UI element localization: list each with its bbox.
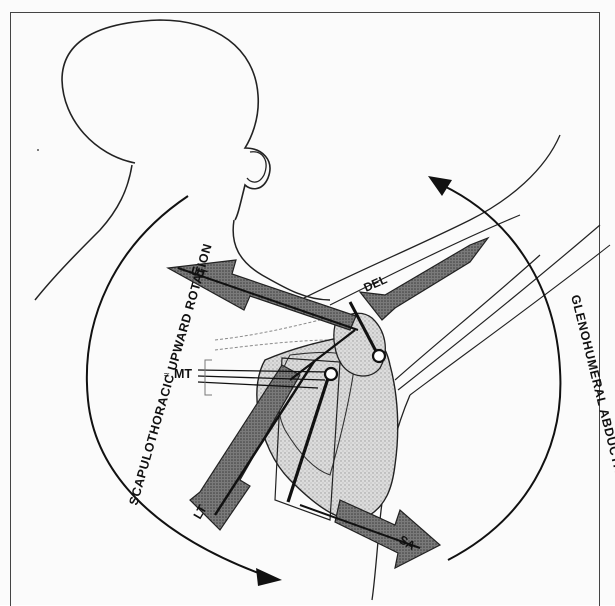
- left-arc-arrowhead: [256, 568, 282, 586]
- arm-line-1: [330, 215, 520, 305]
- mt-bracket: [205, 360, 212, 395]
- right-arc-label: GLENOHUMERAL ABDUCTION: [568, 293, 615, 488]
- arm-line-3: [398, 225, 600, 390]
- sa-muscle-arrow: [335, 500, 440, 568]
- head-outline: [62, 20, 270, 220]
- mt-label-marker: ≈: [164, 370, 170, 381]
- ear-outline: [247, 152, 266, 182]
- left-arc-label: SCAPULOTHORACIC UPWARD ROTATION: [126, 242, 214, 507]
- del-label: DEL: [362, 272, 390, 295]
- right-arc-arrowhead: [428, 176, 452, 196]
- glenohumeral-joint-center: [373, 350, 385, 362]
- arm-line-2: [395, 255, 540, 380]
- left-rotation-arc: [87, 196, 272, 578]
- scapulothoracic-rotation-center: [325, 368, 337, 380]
- mt-label: MT: [174, 367, 192, 381]
- speck: [37, 149, 39, 151]
- neck-left-outline: [35, 165, 132, 300]
